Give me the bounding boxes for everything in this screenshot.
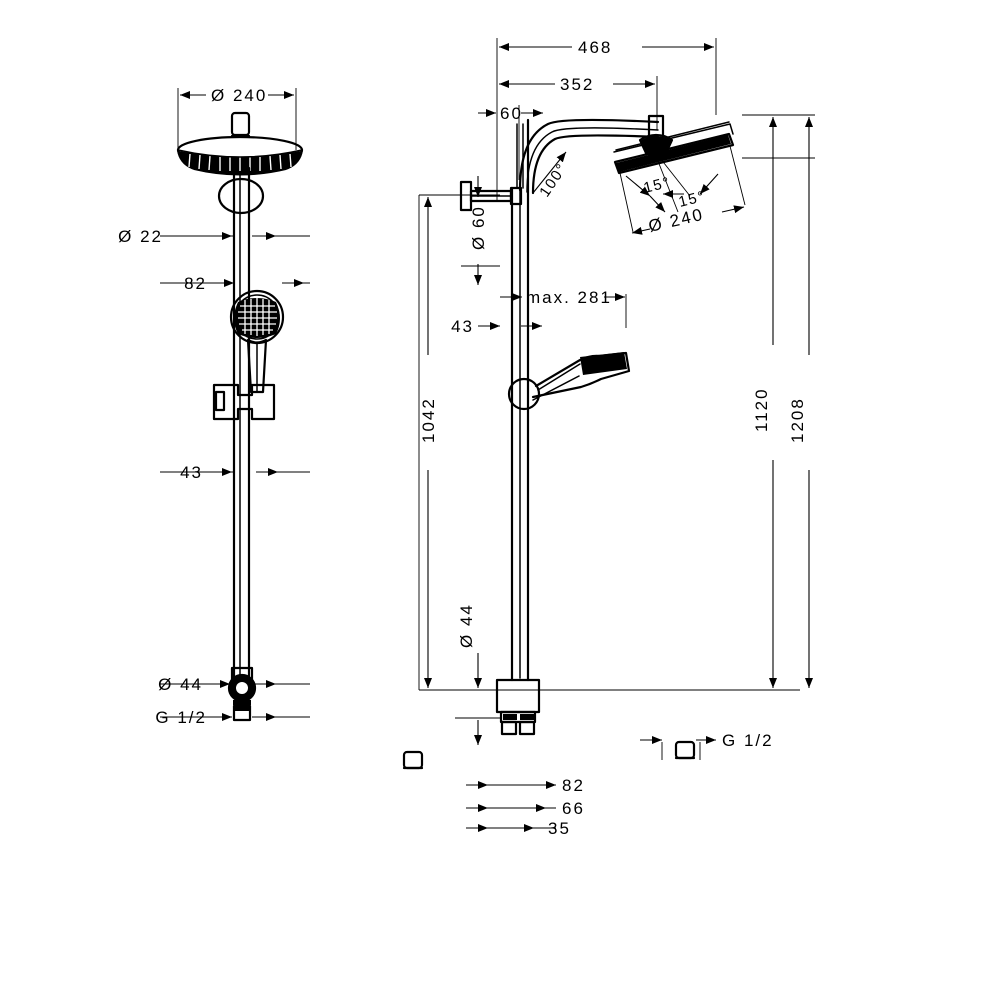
dim-label-thread-size: G 1/2 bbox=[155, 708, 207, 727]
hand-shower bbox=[229, 289, 285, 394]
dim-rail-offset: 43 bbox=[451, 317, 542, 336]
dim-label-riser-diameter: Ø 22 bbox=[118, 227, 163, 246]
dim-label-elbow-diameter: Ø 44 bbox=[158, 675, 203, 694]
dim-label-total-projection: 468 bbox=[578, 38, 612, 57]
dim-label-elbow-diameter-side: Ø 44 bbox=[457, 603, 476, 648]
dim-label-overall-height: 1208 bbox=[788, 397, 807, 443]
dim-bracket-diameter: Ø 60 bbox=[469, 176, 488, 285]
dim-riser-height: 1042 bbox=[418, 195, 438, 690]
dim-overall-height: 1208 bbox=[788, 117, 813, 688]
overhead-shower-head-side bbox=[613, 121, 746, 233]
dim-wall-offset: 60 bbox=[478, 104, 543, 123]
riser-pipe-side bbox=[510, 118, 530, 682]
dim-label-handshower-offset: 82 bbox=[184, 274, 207, 293]
dim-label-rail-offset: 43 bbox=[451, 317, 474, 336]
dim-hose-port-a: 82 bbox=[466, 776, 585, 795]
dim-label-riser-height: 1042 bbox=[419, 397, 438, 443]
side-view-group: 468 352 60 Ø 60 max. 281 bbox=[418, 38, 815, 838]
shower-hose bbox=[402, 750, 424, 770]
dim-label-arm-projection: 352 bbox=[560, 75, 594, 94]
hand-shower-side bbox=[507, 351, 631, 411]
dim-label-max-reach: max. 281 bbox=[526, 288, 612, 307]
dim-label-overhead-diameter: Ø 240 bbox=[211, 86, 267, 105]
base-connector bbox=[495, 678, 541, 736]
dim-hose-port-c: 35 bbox=[466, 819, 571, 838]
dim-label-wall-offset: 60 bbox=[500, 104, 523, 123]
dim-riser-diameter: Ø 22 bbox=[118, 227, 276, 246]
dim-label-hose-port-b: 66 bbox=[562, 799, 585, 818]
dim-head-tilt-right: 15° bbox=[663, 173, 719, 211]
handshower-nozzle-grid bbox=[238, 298, 277, 336]
dim-elbow-diameter: Ø 44 bbox=[158, 675, 276, 694]
front-view-group: Ø 240 bbox=[118, 86, 424, 770]
dim-label-arm-height: 1120 bbox=[752, 387, 771, 432]
dim-arm-height: 1120 bbox=[752, 117, 777, 688]
slider-bracket bbox=[212, 383, 276, 421]
dim-handshower-offset: 82 bbox=[184, 274, 304, 293]
dim-label-hose-thread: G 1/2 bbox=[722, 731, 774, 750]
dim-arm-projection: 352 bbox=[499, 75, 655, 94]
dim-elbow-diameter-side: Ø 44 bbox=[457, 603, 482, 745]
riser-pipe bbox=[217, 166, 265, 682]
dim-label-bracket-diameter: Ø 60 bbox=[469, 205, 488, 250]
dim-label-hose-port-a: 82 bbox=[562, 776, 585, 795]
dim-label-bracket-offset: 43 bbox=[180, 463, 203, 482]
dim-label-hose-port-c: 35 bbox=[548, 819, 571, 838]
dim-bracket-offset: 43 bbox=[180, 463, 278, 482]
dim-hose-thread: G 1/2 bbox=[640, 731, 774, 750]
shower-hose-side bbox=[674, 740, 696, 760]
dim-label-head-tilt-right: 15° bbox=[677, 188, 707, 211]
dim-thread-size: G 1/2 bbox=[155, 708, 276, 727]
overhead-shower-head bbox=[176, 111, 304, 176]
dim-total-projection: 468 bbox=[499, 38, 714, 57]
wall-elbow bbox=[227, 666, 257, 722]
dim-overhead-diameter: Ø 240 bbox=[180, 86, 294, 105]
dim-hose-port-b: 66 bbox=[466, 799, 585, 818]
